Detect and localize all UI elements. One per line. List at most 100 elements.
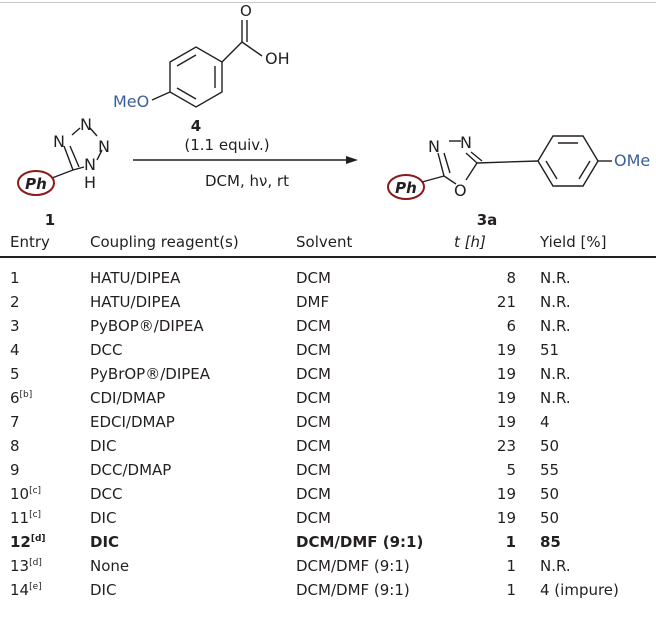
reagent-cell: PyBrOP®/DIPEA (90, 365, 211, 383)
solvent-cell: DCM (296, 437, 331, 455)
entry-footnote: [c] (29, 510, 42, 520)
reagent-benzene-ring (169, 46, 223, 108)
entry-cell: 10[c] (10, 485, 41, 503)
entry-number: 3 (10, 317, 20, 335)
reagent-cell: DCC (90, 341, 123, 359)
entry-number: 4 (10, 341, 20, 359)
time-cell: 19 (496, 389, 516, 407)
yield-cell: N.R. (540, 389, 571, 407)
tetrazole-double-bond (69, 145, 80, 168)
reagent-double-bond (176, 54, 197, 67)
yield-cell: 50 (540, 485, 560, 503)
ph-label: Ph (25, 175, 47, 193)
reaction-conditions: DCM, hν, rt (205, 172, 289, 190)
reagent-cell: DCC/DMAP (90, 461, 172, 479)
yield-cell: N.R. (540, 317, 571, 335)
time-cell: 21 (496, 293, 516, 311)
yield-cell: 4 (540, 413, 550, 431)
solvent-cell: DCM/DMF (9:1) (296, 581, 410, 599)
time-cell: 19 (496, 413, 516, 431)
time-cell: 19 (496, 509, 516, 527)
yield-cell: N.R. (540, 365, 571, 383)
time-cell: 1 (505, 533, 516, 551)
reagent-cell: CDI/DMAP (90, 389, 166, 407)
solvent-cell: DCM (296, 509, 331, 527)
yield-cell: 50 (540, 509, 560, 527)
time-cell: 8 (506, 269, 516, 287)
header-yield: Yield [%] (540, 233, 607, 251)
tetrazole-ph-bond (51, 169, 74, 179)
entry-number: 2 (10, 293, 20, 311)
ph-badge (17, 170, 55, 196)
oxadiazole-ph-bond (421, 175, 445, 183)
reagent-oh-label: OH (265, 49, 290, 68)
tetrazole-n: N (80, 115, 92, 134)
entry-footnote: [d] (29, 558, 42, 568)
reagent-structure (151, 20, 263, 108)
time-cell: 6 (506, 317, 516, 335)
time-cell: 19 (496, 485, 516, 503)
header-reagent: Coupling reagent(s) (90, 233, 239, 251)
oxadiazole-bond (465, 152, 478, 164)
oxadiazole-n: N (460, 133, 472, 152)
yield-cell: 85 (540, 533, 561, 551)
entry-footnote: [c] (29, 486, 42, 496)
header-rule (0, 256, 656, 258)
product-double-bond (578, 160, 591, 180)
entry-cell: 4 (10, 341, 20, 359)
arrow-head (346, 156, 358, 164)
tetrazole-bond (71, 127, 81, 136)
reagent-cell: DIC (90, 509, 117, 527)
entry-number: 8 (10, 437, 20, 455)
yield-cell: 51 (540, 341, 560, 359)
top-rule (0, 2, 656, 3)
tetrazole-bond (96, 149, 103, 161)
yield-cell: N.R. (540, 557, 571, 575)
ph-badge (387, 174, 425, 200)
tetrazole-n: N (53, 132, 65, 151)
tetrazole-bond (63, 145, 74, 171)
tetrazole-bond (72, 166, 85, 171)
entry-number: 7 (10, 413, 20, 431)
solvent-cell: DCM (296, 365, 331, 383)
entry-cell: 11[c] (10, 509, 41, 527)
reagent-cell: HATU/DIPEA (90, 293, 181, 311)
entry-number: 13 (10, 557, 30, 575)
reagent-methoxy-bond (151, 91, 171, 101)
reagent-cell: DIC (90, 581, 117, 599)
product-ome-label: OMe (614, 151, 650, 170)
header-time: t [h] (454, 233, 486, 251)
entry-number: 12 (10, 533, 31, 551)
reagent-oh-bond (241, 41, 263, 57)
solvent-cell: DCM (296, 341, 331, 359)
entry-number: 9 (10, 461, 20, 479)
entry-cell: 12[d] (10, 533, 46, 551)
time-cell: 1 (506, 557, 516, 575)
yield-cell: N.R. (540, 269, 571, 287)
yield-cell: N.R. (540, 293, 571, 311)
reagent-carboxyl-bond (221, 41, 243, 63)
starting-compound-number: 1 (45, 211, 55, 228)
solvent-cell: DCM (296, 461, 331, 479)
entry-number: 1 (10, 269, 20, 287)
tetrazole-bond (89, 127, 98, 137)
table-row: 4 DCC DCM 19 51 (0, 341, 656, 365)
entry-cell: 6[b] (10, 389, 32, 407)
entry-cell: 8 (10, 437, 20, 455)
oxadiazole-bond (465, 162, 478, 181)
entry-cell: 1 (10, 269, 20, 287)
reagent-cell: None (90, 557, 130, 575)
reagent-meo-label: MeO (113, 92, 149, 111)
header-entry: Entry (10, 233, 50, 251)
solvent-cell: DCM/DMF (9:1) (296, 533, 424, 551)
time-cell: 19 (496, 341, 516, 359)
solvent-cell: DCM (296, 389, 331, 407)
